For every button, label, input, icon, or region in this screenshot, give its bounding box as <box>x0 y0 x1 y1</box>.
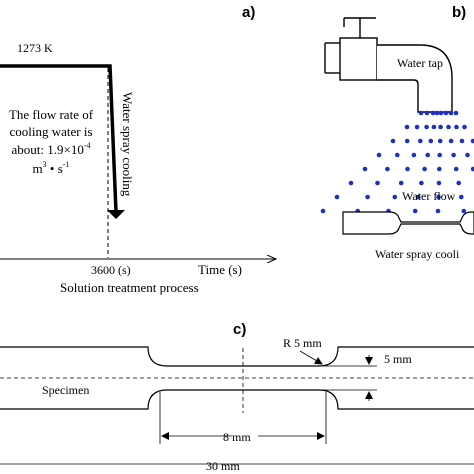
temperature-profile-line <box>0 64 118 213</box>
water-droplet <box>438 124 443 130</box>
water-droplet <box>436 180 442 186</box>
panel-b: b) Water tap Water flow Water spray cool… <box>320 4 474 261</box>
water-droplet <box>418 138 423 144</box>
water-droplet <box>320 208 326 214</box>
water-droplet <box>414 124 420 130</box>
water-droplet <box>424 124 429 130</box>
width-label: 5 mm <box>384 352 412 366</box>
water-droplet <box>437 152 443 158</box>
flow-rate-unit-m: m <box>33 161 43 176</box>
water-droplet <box>470 138 474 144</box>
water-droplet <box>437 166 442 172</box>
flow-rate-exponent: -4 <box>84 141 91 150</box>
water-droplet <box>376 152 382 158</box>
specimen-label: Specimen <box>42 383 89 397</box>
flow-rate-value: about: 1.9×10 <box>12 142 84 157</box>
radius-label: R 5 mm <box>283 336 322 350</box>
water-droplet <box>392 194 398 200</box>
water-droplet <box>375 180 380 186</box>
water-droplet <box>462 124 467 130</box>
water-droplet <box>404 138 410 144</box>
water-droplet <box>436 194 441 200</box>
water-droplet <box>405 166 410 172</box>
water-droplet <box>454 124 459 130</box>
water-droplet <box>334 194 340 200</box>
water-droplet <box>456 180 462 186</box>
water-droplet <box>459 138 465 144</box>
water-droplet <box>416 194 421 200</box>
radius-leader-arrow <box>299 350 323 365</box>
water-spray-cooling-label: Water spray cooling <box>120 92 135 197</box>
water-spray-droplets <box>320 110 474 214</box>
water-droplet <box>453 166 459 172</box>
flow-rate-unit-m-exp: 3 <box>43 160 47 169</box>
water-spray-cooling-caption: Water spray cooli <box>375 247 460 261</box>
water-droplet <box>412 208 418 214</box>
water-droplet <box>419 180 424 186</box>
specimen-under-spray <box>342 211 474 235</box>
water-droplet <box>404 124 410 130</box>
water-droplet <box>465 152 470 158</box>
water-droplet <box>448 138 454 144</box>
panel-b-label: b) <box>452 4 466 21</box>
flow-rate-unit-s: • s <box>47 161 63 176</box>
total-length-label: 30 mm <box>206 459 240 473</box>
water-droplet <box>438 110 444 116</box>
panel-a: a) 1273 K The flow rate of cooling water… <box>0 4 276 295</box>
water-droplet <box>385 166 390 172</box>
water-droplet <box>390 138 396 144</box>
water-droplet <box>365 194 370 200</box>
flow-rate-note: The flow rate of cooling water is about:… <box>9 107 94 176</box>
water-droplet <box>424 110 430 116</box>
water-droplet <box>453 110 459 116</box>
water-droplet <box>448 110 454 116</box>
panel-a-label: a) <box>242 4 255 21</box>
water-droplet <box>362 166 368 172</box>
water-droplet <box>348 180 354 186</box>
water-droplet <box>437 138 443 144</box>
water-droplet <box>428 138 434 144</box>
flow-rate-unit-s-exp: -1 <box>63 160 70 169</box>
water-droplet <box>425 152 431 158</box>
water-flow-label: Water flow <box>402 189 456 203</box>
water-droplet <box>418 110 424 116</box>
panel-c-label: c) <box>233 321 246 338</box>
water-droplet <box>395 152 400 158</box>
solution-treatment-label: Solution treatment process <box>60 280 199 295</box>
cooling-arrowhead <box>107 210 125 219</box>
water-droplet <box>461 208 467 214</box>
water-droplet <box>422 166 427 172</box>
water-droplet <box>434 110 440 116</box>
water-droplet <box>451 152 456 158</box>
water-droplet <box>430 110 436 116</box>
water-droplet <box>431 124 437 130</box>
water-droplet <box>435 208 441 214</box>
gauge-length-label: 8 mm <box>223 430 251 444</box>
flow-rate-line-2: cooling water is <box>9 124 92 139</box>
water-droplet <box>470 166 474 172</box>
water-droplet <box>398 180 404 186</box>
time-tick-label: 3600 (s) <box>91 263 131 277</box>
water-droplet <box>446 124 451 130</box>
temperature-label: 1273 K <box>17 41 53 55</box>
flow-rate-line-1: The flow rate of <box>9 107 94 122</box>
water-droplet <box>411 152 417 158</box>
time-axis-label: Time (s) <box>198 262 242 277</box>
panel-c: c) R 5 mm 5 mm Specimen 8 mm 30 mm <box>0 321 474 473</box>
flow-rate-line-4: m3 • s-1 <box>33 160 70 176</box>
water-tap-icon <box>324 17 453 113</box>
flow-rate-line-3: about: 1.9×10-4 <box>12 141 91 157</box>
water-droplet <box>443 110 449 116</box>
water-droplet <box>459 194 464 200</box>
water-tap-label: Water tap <box>397 56 443 70</box>
